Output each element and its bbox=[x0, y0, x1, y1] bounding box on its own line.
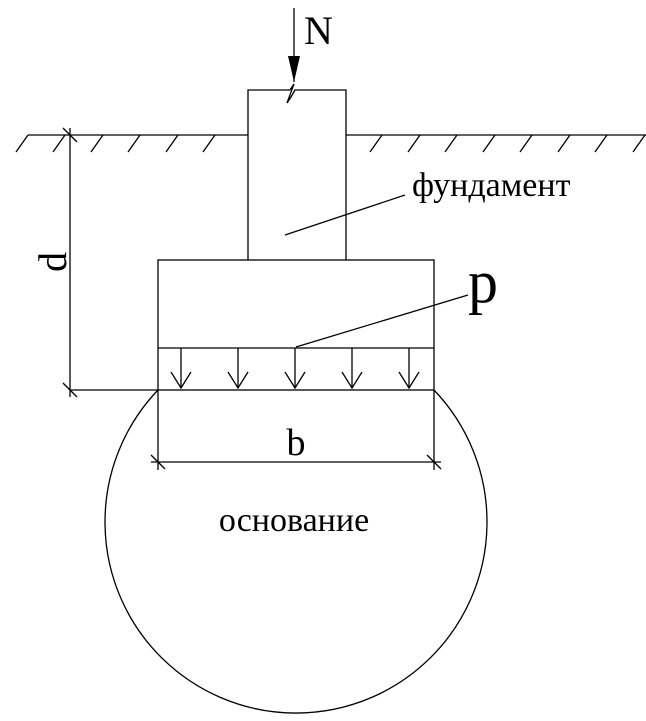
pressure-arrow bbox=[170, 348, 192, 390]
base-label: основание bbox=[219, 502, 369, 539]
width-tick-right bbox=[426, 454, 442, 470]
hatch-mark bbox=[202, 134, 216, 153]
foundation-leader bbox=[284, 194, 406, 236]
hatch-mark bbox=[482, 134, 496, 153]
pressure-arrow bbox=[227, 348, 249, 390]
ground-surface bbox=[15, 134, 646, 153]
pressure-arrow bbox=[284, 348, 306, 390]
pressure-arrow bbox=[341, 348, 363, 390]
hatch-mark bbox=[519, 134, 533, 153]
hatch-mark bbox=[444, 134, 458, 153]
footing-slab bbox=[157, 259, 435, 391]
hatch-mark bbox=[407, 134, 421, 153]
pressure-arrow bbox=[398, 348, 420, 390]
load-label: N bbox=[304, 8, 333, 53]
hatch-mark bbox=[557, 134, 571, 153]
hatch-mark bbox=[90, 134, 104, 153]
load-arrowhead bbox=[288, 56, 300, 82]
hatch-mark bbox=[127, 134, 141, 153]
foundation-label: фундамент bbox=[412, 167, 571, 204]
hatch-mark bbox=[165, 134, 179, 153]
pressure-leader bbox=[295, 294, 469, 348]
depth-dimension bbox=[62, 127, 158, 398]
hatch-mark bbox=[369, 134, 383, 153]
hatch-mark bbox=[632, 134, 646, 153]
depth-tick-bottom bbox=[62, 382, 78, 398]
load-arrow bbox=[288, 8, 300, 82]
depth-tick-top bbox=[62, 127, 78, 143]
pressure-label: p bbox=[468, 249, 498, 315]
hatch-mark bbox=[594, 134, 608, 153]
depth-label: d bbox=[30, 252, 75, 272]
ground-hatching bbox=[15, 134, 646, 153]
width-label: b bbox=[287, 422, 306, 464]
column bbox=[247, 83, 347, 260]
pressure-arrows bbox=[170, 348, 420, 390]
width-tick-left bbox=[150, 454, 166, 470]
hatch-mark bbox=[15, 134, 29, 153]
hatch-mark bbox=[52, 134, 66, 153]
width-dimension bbox=[150, 390, 442, 470]
base-soil-outline bbox=[104, 389, 488, 714]
